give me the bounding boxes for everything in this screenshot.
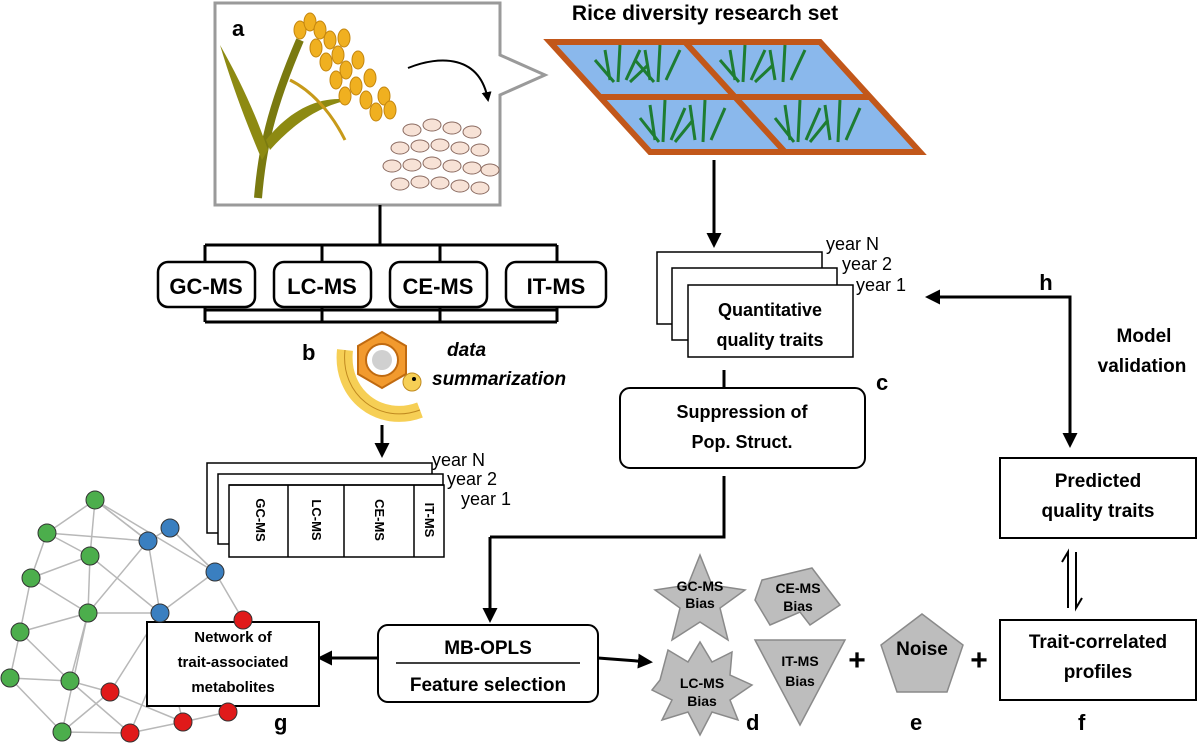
predicted-line1: Predicted: [1055, 471, 1142, 492]
noise-label: Noise: [896, 639, 948, 660]
platform-lc-ms: LC-MS: [287, 274, 357, 299]
traits-year-n: year N: [826, 234, 879, 254]
noise-pentagon: [880, 613, 964, 693]
rice-seeds-icon: [382, 118, 500, 195]
quant-traits-line1: Quantitative: [718, 300, 822, 320]
bias-lc-line2: Bias: [687, 693, 717, 709]
predicted-box: [999, 457, 1197, 539]
platform-ce-ms: CE-MS: [403, 274, 474, 299]
summarization-line1: data: [447, 340, 487, 361]
platform-bracket: [203, 205, 559, 324]
rice-plant-icon: [220, 12, 397, 199]
network-line2: trait-associated: [178, 654, 289, 671]
panel-label-d: d: [746, 710, 759, 735]
table-year-n: year N: [432, 450, 485, 470]
table-col-lc-ms: LC-MS: [309, 499, 324, 540]
panel-label-b: b: [302, 340, 315, 365]
model-validation-line1: Model: [1117, 326, 1172, 347]
summarization-line2: summarization: [432, 369, 566, 390]
panel-label-c: c: [876, 370, 888, 395]
platform-it-ms: IT-MS: [527, 274, 586, 299]
trait-profiles-line1: Trait-correlated: [1029, 632, 1167, 653]
table-col-ce-ms: CE-MS: [372, 499, 387, 541]
suppression-line1: Suppression of: [676, 402, 808, 422]
bias-it-line2: Bias: [785, 673, 815, 689]
bias-gc-line2: Bias: [685, 595, 715, 611]
suppression-line2: Pop. Struct.: [691, 432, 792, 452]
bias-gc-line1: GC-MS: [677, 578, 724, 594]
field-title: Rice diversity research set: [572, 2, 838, 25]
bias-it-line1: IT-MS: [781, 653, 818, 669]
panel-label-f: f: [1078, 710, 1086, 735]
plus-sign-1: +: [848, 644, 866, 677]
mbopls-line1: MB-OPLS: [444, 638, 532, 659]
bias-ce-line1: CE-MS: [775, 580, 820, 596]
bias-shapes: [650, 552, 847, 737]
plus-sign-2: +: [970, 644, 988, 677]
suppression-box: [619, 387, 866, 469]
quant-traits-line2: quality traits: [716, 330, 823, 350]
traits-stack: Quantitative quality traits: [656, 251, 854, 358]
platform-boxes: GC-MS LC-MS CE-MS IT-MS: [156, 260, 608, 309]
data-table-stack: GC-MS LC-MS CE-MS IT-MS: [206, 462, 445, 558]
mbopls-line2: Feature selection: [410, 675, 566, 696]
traits-year-1: year 1: [856, 275, 906, 295]
bias-lc-line1: LC-MS: [680, 675, 724, 691]
panel-label-g: g: [274, 710, 287, 735]
platform-gc-ms: GC-MS: [169, 274, 242, 299]
table-year-1: year 1: [461, 489, 511, 509]
trait-profiles-box: [999, 619, 1197, 701]
network-line3: metabolites: [191, 679, 274, 696]
table-year-2: year 2: [447, 469, 497, 489]
network-line1: Network of: [194, 629, 273, 646]
predicted-line2: quality traits: [1042, 501, 1155, 522]
traits-year-2: year 2: [842, 254, 892, 274]
panel-label-h: h: [1039, 270, 1052, 295]
table-col-gc-ms: GC-MS: [253, 498, 268, 542]
equilibrium-arrows-icon: [1061, 548, 1083, 612]
table-col-it-ms: IT-MS: [422, 503, 437, 538]
trait-profiles-line2: profiles: [1064, 662, 1133, 683]
worm-hexagon-icon: [336, 330, 423, 422]
network-nodes: [0, 490, 253, 743]
model-validation-line2: validation: [1098, 356, 1187, 377]
rice-callout: a: [213, 1, 549, 207]
bias-ce-line2: Bias: [783, 598, 813, 614]
rice-field-icon: [543, 39, 927, 155]
panel-label-e: e: [910, 710, 922, 735]
panel-label-a: a: [232, 16, 245, 41]
